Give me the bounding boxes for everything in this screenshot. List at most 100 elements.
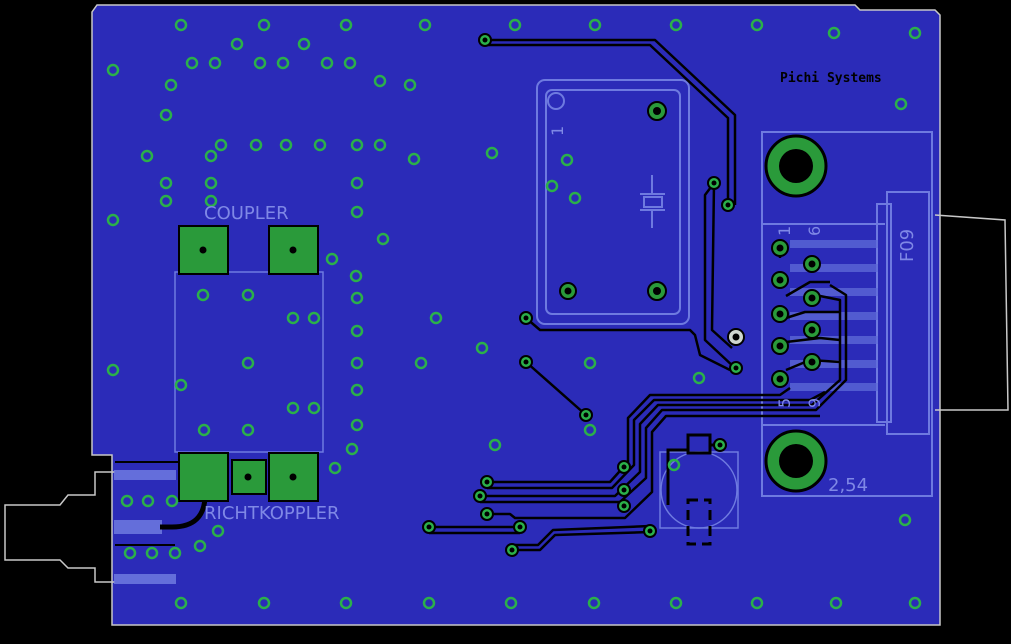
dsub-pin-drill <box>776 375 784 383</box>
via <box>279 138 293 152</box>
via <box>350 291 364 305</box>
via <box>350 324 364 338</box>
via <box>350 138 364 152</box>
via <box>164 78 178 92</box>
via <box>208 56 222 70</box>
via-drill <box>717 442 723 448</box>
via <box>257 596 271 610</box>
via-drill <box>523 359 529 365</box>
via <box>349 269 363 283</box>
via <box>174 596 188 610</box>
sma-pads <box>114 470 176 584</box>
via <box>422 596 436 610</box>
via-drill <box>711 180 717 186</box>
via <box>168 546 182 560</box>
coupler-body-outline <box>174 271 324 453</box>
via <box>141 494 155 508</box>
via <box>414 356 428 370</box>
via <box>403 78 417 92</box>
via <box>339 18 353 32</box>
crystal-pin1-label: 1 <box>548 126 567 136</box>
via <box>204 176 218 190</box>
richtkoppler-label: RICHTKOPPLER <box>204 503 340 524</box>
via <box>211 524 225 538</box>
crystal-pin1-marker <box>547 92 565 110</box>
via <box>307 311 321 325</box>
via <box>587 596 601 610</box>
dsub-pin-drill <box>776 342 784 350</box>
via <box>339 596 353 610</box>
via <box>253 56 267 70</box>
via <box>908 596 922 610</box>
via <box>827 26 841 40</box>
via-drill <box>733 365 739 371</box>
via <box>485 146 499 160</box>
crystal-pads <box>559 101 745 346</box>
via-drill <box>482 37 488 43</box>
via <box>159 108 173 122</box>
ground-trace <box>115 461 180 546</box>
dsub-pins <box>771 239 821 388</box>
via <box>475 341 489 355</box>
via <box>692 371 706 385</box>
via <box>106 63 120 77</box>
via <box>230 37 244 51</box>
via-drill <box>484 511 490 517</box>
coupler-pads <box>178 225 319 502</box>
pitch-label: 2,54 <box>828 475 868 496</box>
via <box>241 288 255 302</box>
via <box>145 546 159 560</box>
dsub-mount-holes <box>764 134 828 493</box>
coupler-label: COUPLER <box>204 203 289 224</box>
via <box>583 356 597 370</box>
via <box>829 596 843 610</box>
via <box>328 461 342 475</box>
via-drill <box>426 524 432 530</box>
via <box>373 138 387 152</box>
via-drill <box>725 202 731 208</box>
via <box>174 378 188 392</box>
via <box>159 176 173 190</box>
via-drill <box>509 547 515 553</box>
via <box>488 438 502 452</box>
via <box>504 596 518 610</box>
sma-connector-outline <box>4 471 115 583</box>
via <box>197 423 211 437</box>
crystal-outline <box>536 79 690 325</box>
via <box>669 596 683 610</box>
via <box>174 18 188 32</box>
via-drill <box>621 503 627 509</box>
via <box>325 252 339 266</box>
via <box>241 423 255 437</box>
via <box>350 176 364 190</box>
via-drill <box>583 412 589 418</box>
via <box>214 138 228 152</box>
via <box>165 494 179 508</box>
via <box>583 423 597 437</box>
pin1-label: 1 <box>775 226 794 236</box>
via <box>123 546 137 560</box>
via <box>106 363 120 377</box>
brand-label: Pichi Systems <box>780 71 882 86</box>
via <box>241 356 255 370</box>
via <box>286 401 300 415</box>
via <box>908 26 922 40</box>
via <box>204 194 218 208</box>
via-drill <box>647 528 653 534</box>
vias <box>106 18 922 610</box>
via <box>297 37 311 51</box>
via <box>373 74 387 88</box>
dsub-pin-drill <box>808 326 816 334</box>
via <box>350 205 364 219</box>
via <box>286 311 300 325</box>
via <box>350 356 364 370</box>
via-drill <box>477 493 483 499</box>
via <box>204 149 218 163</box>
via <box>350 383 364 397</box>
via <box>588 18 602 32</box>
via <box>120 494 134 508</box>
via <box>568 191 582 205</box>
via <box>193 539 207 553</box>
via <box>376 232 390 246</box>
